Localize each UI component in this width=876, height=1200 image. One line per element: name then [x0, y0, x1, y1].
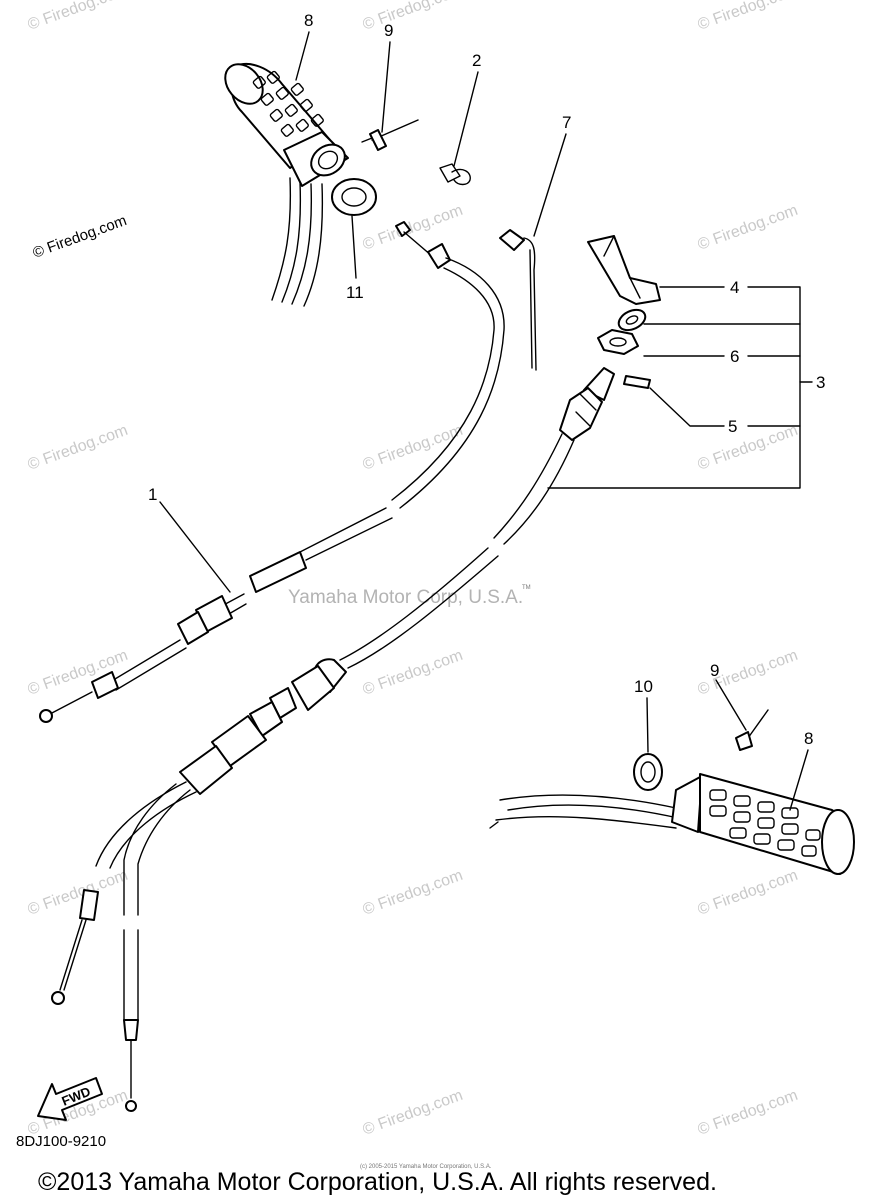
screw-top [361, 119, 419, 151]
right-grip [489, 773, 855, 875]
left-grip [224, 63, 349, 307]
callout-8-top: 8 [304, 11, 313, 30]
firedog-watermark: © Firedog.com [26, 0, 131, 34]
firedog-watermark: © Firedog.com [696, 202, 801, 254]
firedog-watermark: © Firedog.com [361, 647, 466, 699]
callout-1: 1 [148, 485, 157, 504]
trademark-mark: TM [522, 585, 531, 591]
throttle-cable [51, 367, 615, 1112]
small-print: (c) 2005-2015 Yamaha Motor Corporation, … [360, 1164, 492, 1170]
callout-2: 2 [472, 51, 481, 70]
callout-9-bottom: 9 [710, 661, 719, 680]
firedog-watermarks: © Firedog.com © Firedog.com © Firedog.co… [26, 0, 801, 1139]
callout-9-top: 9 [384, 21, 393, 40]
copyright-notice: ©2013 Yamaha Motor Corporation, U.S.A. A… [38, 1168, 717, 1196]
firedog-watermark: © Firedog.com [361, 867, 466, 919]
diagram-code: 8DJ100-9210 [16, 1133, 106, 1150]
callout-8-bottom: 8 [804, 729, 813, 748]
callout-11: 11 [346, 283, 364, 302]
firedog-watermark: © Firedog.com [361, 0, 466, 34]
firedog-watermark: © Firedog.com [696, 1087, 801, 1139]
firedog-watermark: © Firedog.com [26, 867, 131, 919]
callout-3: 3 [816, 373, 825, 392]
callout-5: 5 [728, 417, 737, 436]
firedog-watermark: © Firedog.com [26, 422, 131, 474]
callout-10: 10 [634, 677, 653, 696]
callout-6: 6 [730, 347, 739, 366]
center-watermark: Yamaha Motor Corp, U.S.A. [288, 587, 523, 608]
pin [623, 375, 651, 389]
callout-7: 7 [562, 113, 571, 132]
firedog-watermark: © Firedog.com [696, 422, 801, 474]
firedog-watermark: © Firedog.com [361, 202, 466, 254]
cable-clip [439, 163, 471, 186]
leader-lines [159, 31, 813, 811]
clutch-cable [39, 221, 505, 723]
firedog-watermark: © Firedog.com [696, 867, 801, 919]
cable-tie [499, 229, 537, 371]
screw-bottom [735, 709, 769, 751]
callout-4: 4 [730, 278, 739, 297]
firedog-watermark-dark: © Firedog.com [31, 212, 129, 262]
throttle-lever [587, 235, 661, 305]
ring-collar-right [633, 753, 663, 791]
firedog-watermark: © Firedog.com [26, 647, 131, 699]
ring-collar [331, 178, 377, 216]
firedog-watermark: © Firedog.com [361, 422, 466, 474]
firedog-watermark: © Firedog.com [696, 0, 801, 34]
firedog-watermark: © Firedog.com [361, 1087, 466, 1139]
nut [597, 329, 639, 355]
washer [617, 308, 647, 332]
